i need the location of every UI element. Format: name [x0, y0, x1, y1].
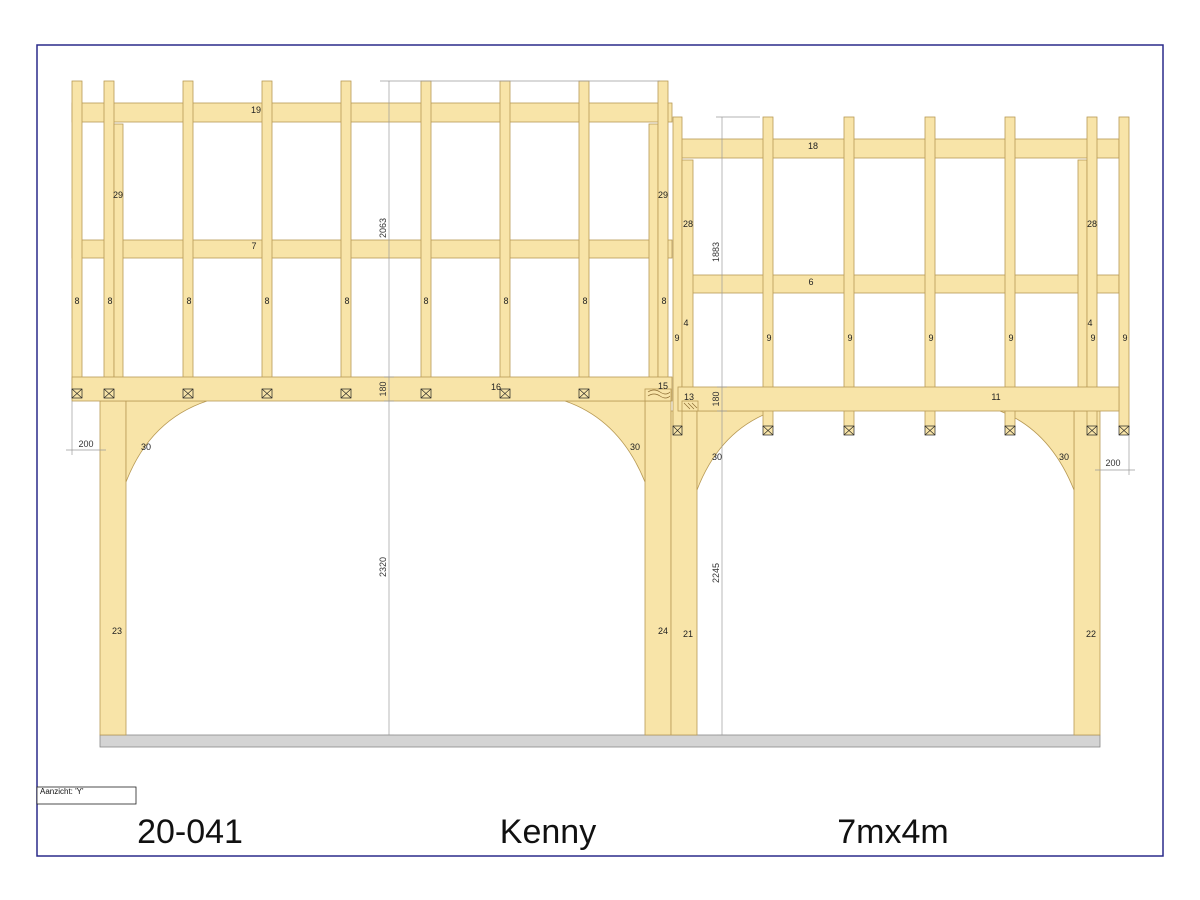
left-stud: [420, 80, 432, 400]
left-stud: [261, 80, 273, 400]
brace-right-b: [999, 410, 1075, 491]
view-label-box: [36, 786, 137, 805]
part-label: 4: [683, 318, 688, 328]
part-label: 23: [112, 626, 122, 636]
part-label: 29: [113, 190, 123, 200]
part-label: 8: [503, 296, 508, 306]
post-right-inner: [670, 410, 698, 736]
left-stud: [103, 80, 115, 400]
part-label: 8: [186, 296, 191, 306]
part-labels: 19 7 16 29 29 8 8 8 8 8 8 8 8 8 30 30 15…: [74, 105, 1127, 639]
part-label: 8: [661, 296, 666, 306]
project-size: 7mx4m: [837, 813, 948, 851]
part-label: 8: [74, 296, 79, 306]
dim-left-wall-height: 2063: [378, 218, 388, 238]
left-bottom-beam: [71, 376, 673, 402]
part-label: 24: [658, 626, 668, 636]
dim-right-overhang: 200: [1105, 458, 1120, 468]
right-stud: [672, 116, 683, 428]
part-label: 18: [808, 141, 818, 151]
left-stud-caps: [71, 388, 590, 399]
right-frame: [670, 116, 1130, 736]
part-label: 9: [847, 333, 852, 343]
part-label: 9: [1090, 333, 1095, 343]
left-frame: [71, 80, 673, 736]
part-label: 8: [107, 296, 112, 306]
dim-right-wall-height: 1883: [711, 242, 721, 262]
part-label: 28: [683, 219, 693, 229]
part-label: 8: [344, 296, 349, 306]
dimension-lines: [66, 80, 1135, 736]
project-name: Kenny: [500, 813, 596, 851]
right-end-post: [681, 159, 694, 391]
right-stud: [762, 116, 774, 428]
part-label: 21: [683, 629, 693, 639]
right-stud: [1004, 116, 1016, 428]
part-label: 15: [658, 381, 668, 391]
part-label: 30: [630, 442, 640, 452]
part-label: 30: [141, 442, 151, 452]
part-label: 8: [582, 296, 587, 306]
left-stud: [71, 80, 83, 400]
part-label: 13: [684, 392, 694, 402]
part-label: 8: [423, 296, 428, 306]
right-stud: [924, 116, 936, 428]
left-stud: [182, 80, 194, 400]
right-stud: [1086, 116, 1098, 428]
right-top-rail: [677, 138, 1120, 159]
right-stud-caps: [672, 425, 1130, 436]
left-stud: [657, 80, 669, 400]
part-label: 11: [991, 392, 1000, 402]
dim-left-overhang: 200: [78, 439, 93, 449]
brace-left-a: [125, 400, 208, 483]
end-grain: [647, 389, 671, 399]
dim-right-post-height: 2245: [711, 563, 721, 583]
part-label: 9: [766, 333, 771, 343]
ground-slab: [99, 734, 1101, 748]
left-end-post: [113, 123, 124, 389]
dim-right-plate-depth: 180: [711, 391, 721, 406]
part-label: 9: [1122, 333, 1127, 343]
part-label: 9: [928, 333, 933, 343]
left-stud: [578, 80, 590, 400]
right-mid-rail: [677, 274, 1120, 294]
part-label: 9: [1008, 333, 1013, 343]
part-label: 7: [251, 241, 256, 251]
right-stud: [1118, 116, 1130, 428]
project-number: 20-041: [137, 813, 243, 851]
part-label: 29: [658, 190, 668, 200]
right-corner-block: [681, 400, 699, 412]
part-label: 16: [491, 382, 501, 392]
right-stud: [843, 116, 855, 428]
part-label: 6: [808, 277, 813, 287]
end-grain: [683, 402, 698, 410]
part-label: 22: [1086, 629, 1096, 639]
left-end-post: [648, 123, 659, 389]
part-label: 19: [251, 105, 261, 115]
part-label: 28: [1087, 219, 1097, 229]
brace-right-a: [696, 410, 774, 491]
part-label: 30: [712, 452, 722, 462]
sheet-border: [36, 44, 1164, 857]
part-label: 9: [674, 333, 679, 343]
part-label: 4: [1087, 318, 1092, 328]
brace-left-b: [564, 400, 646, 483]
part-label: 30: [1059, 452, 1069, 462]
left-stud: [340, 80, 352, 400]
dim-left-post-height: 2320: [378, 557, 388, 577]
post-right-outer: [1073, 410, 1101, 736]
view-label: Aanzicht: 'Y': [40, 787, 84, 796]
right-bottom-beam: [677, 386, 1120, 412]
post-left-inner: [644, 400, 672, 736]
dim-left-plate-depth: 180: [378, 381, 388, 396]
right-end-post: [1077, 159, 1088, 391]
post-left-outer: [99, 400, 127, 736]
part-label: 8: [264, 296, 269, 306]
left-stud: [499, 80, 511, 400]
